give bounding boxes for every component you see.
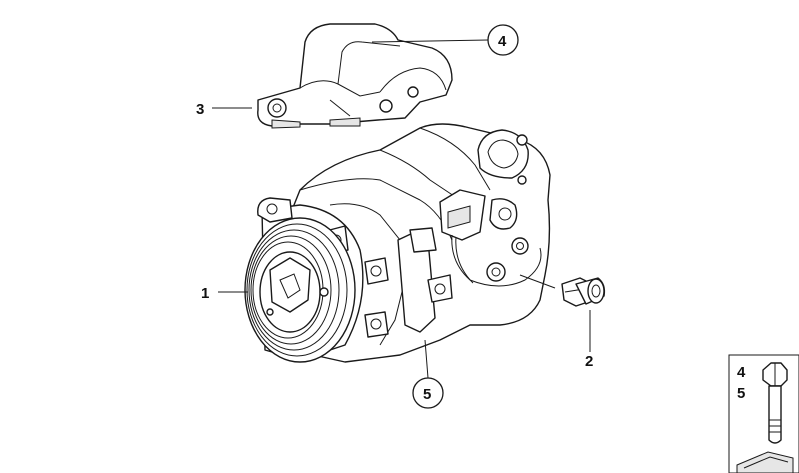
callout-1: 1 [201,285,209,302]
callout-3: 3 [196,101,204,118]
callout-5: 5 [412,377,444,409]
compressor-pulley[interactable] [244,217,356,363]
hex-bolt-icon [762,362,788,444]
leader-lines [212,39,591,379]
callout-4: 4 [487,24,519,56]
legend-number-4: 4 [737,364,746,381]
legend-number-5: 5 [737,385,745,402]
callout-2-text: 2 [585,353,593,370]
callout-4-circle [487,24,519,56]
pressure-fitting[interactable] [561,277,606,307]
callout-3-text: 3 [196,101,204,118]
callout-4-text: 4 [498,33,507,50]
mounting-bracket[interactable] [257,23,453,129]
callout-5-circle [412,377,444,409]
hardware-legend-box: 4 5 [728,354,799,473]
callout-1-text: 1 [201,285,209,302]
washer-icon [736,451,794,473]
callout-2: 2 [585,353,593,370]
callout-5-text: 5 [423,386,431,403]
